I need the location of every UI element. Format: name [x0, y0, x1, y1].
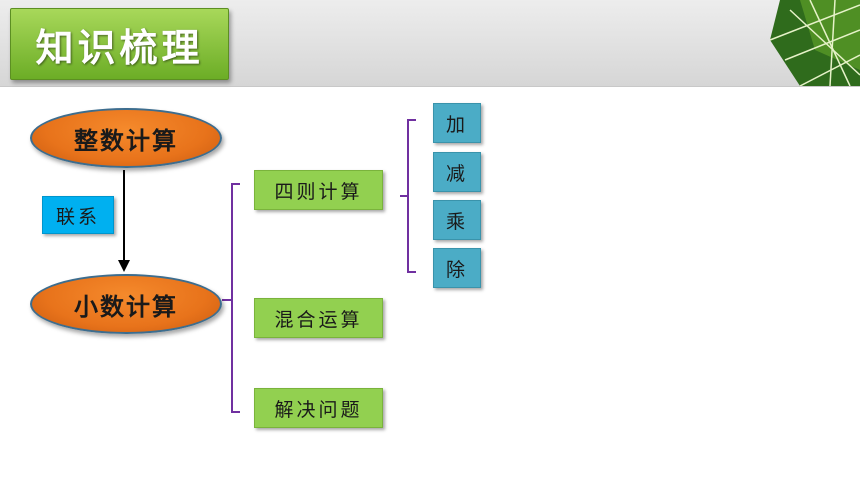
decorative-leaf-graphic: [769, 0, 860, 86]
page-title: 知识梳理: [35, 24, 204, 70]
operation-subtract: 减: [433, 152, 481, 192]
operation-divide: 除: [433, 248, 481, 288]
link-label: 联系: [42, 196, 114, 234]
branch-arithmetic: 四则计算: [254, 170, 383, 210]
title-box: 知识梳理: [10, 8, 229, 80]
decimal-calc-node: 小数计算: [30, 274, 222, 334]
operation-multiply: 乘: [433, 200, 481, 240]
integer-calc-node: 整数计算: [30, 108, 222, 168]
branch-mixed-operations: 混合运算: [254, 298, 383, 338]
branch-problem-solving: 解决问题: [254, 388, 383, 428]
operation-add: 加: [433, 103, 481, 143]
